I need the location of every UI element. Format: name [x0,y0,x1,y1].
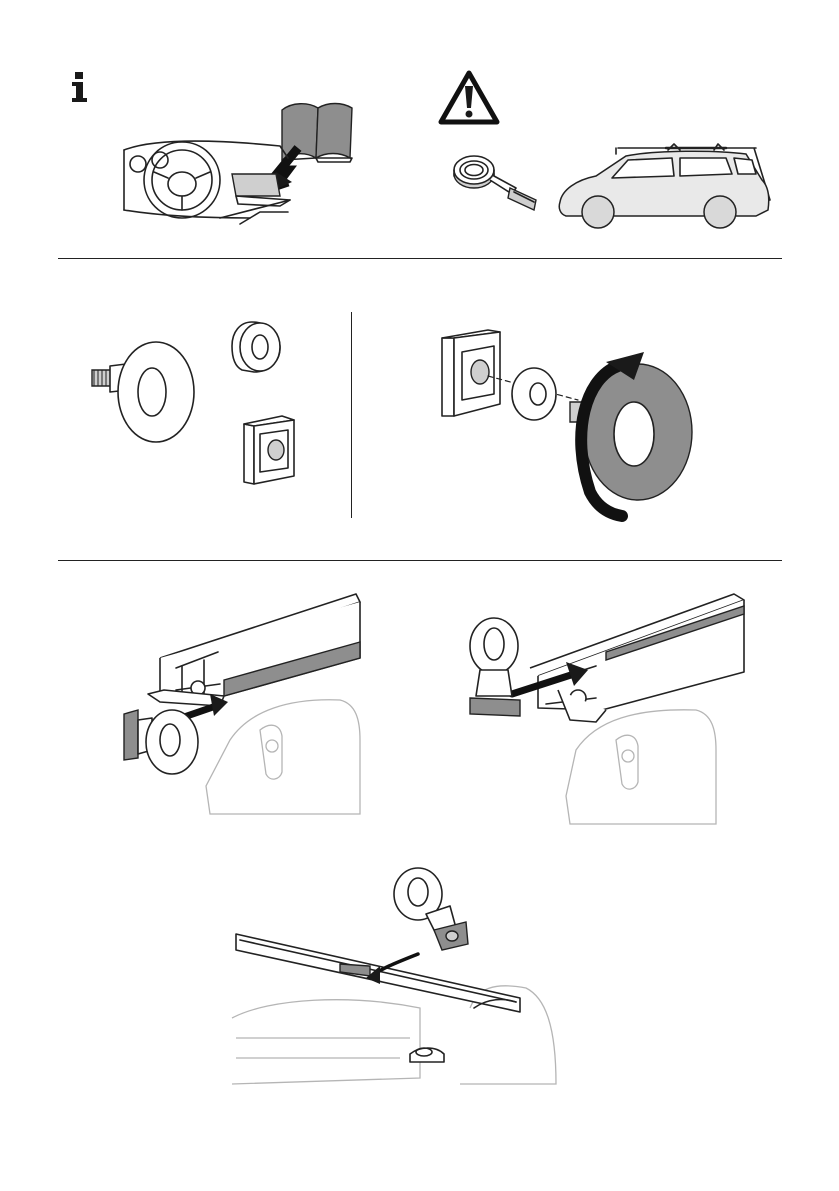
mounting-step-right [466,590,748,826]
car-with-roof-bars-illustration [556,140,778,232]
warning-triangle-icon [438,70,500,126]
strap-roll-illustration [450,148,550,220]
mounting-step-left [120,590,370,816]
car-interior-manual-illustration [120,100,360,232]
section-2-vertical-divider [351,312,352,518]
info-icon [70,72,90,102]
section-divider-1 [58,258,782,259]
eye-bolt-part [88,340,198,450]
assembly-diagram [438,322,700,522]
spacer-ring-part [228,318,284,374]
t-nut-part [240,410,296,486]
section-divider-2 [58,560,782,561]
mounting-step-top-slot [230,858,560,1088]
